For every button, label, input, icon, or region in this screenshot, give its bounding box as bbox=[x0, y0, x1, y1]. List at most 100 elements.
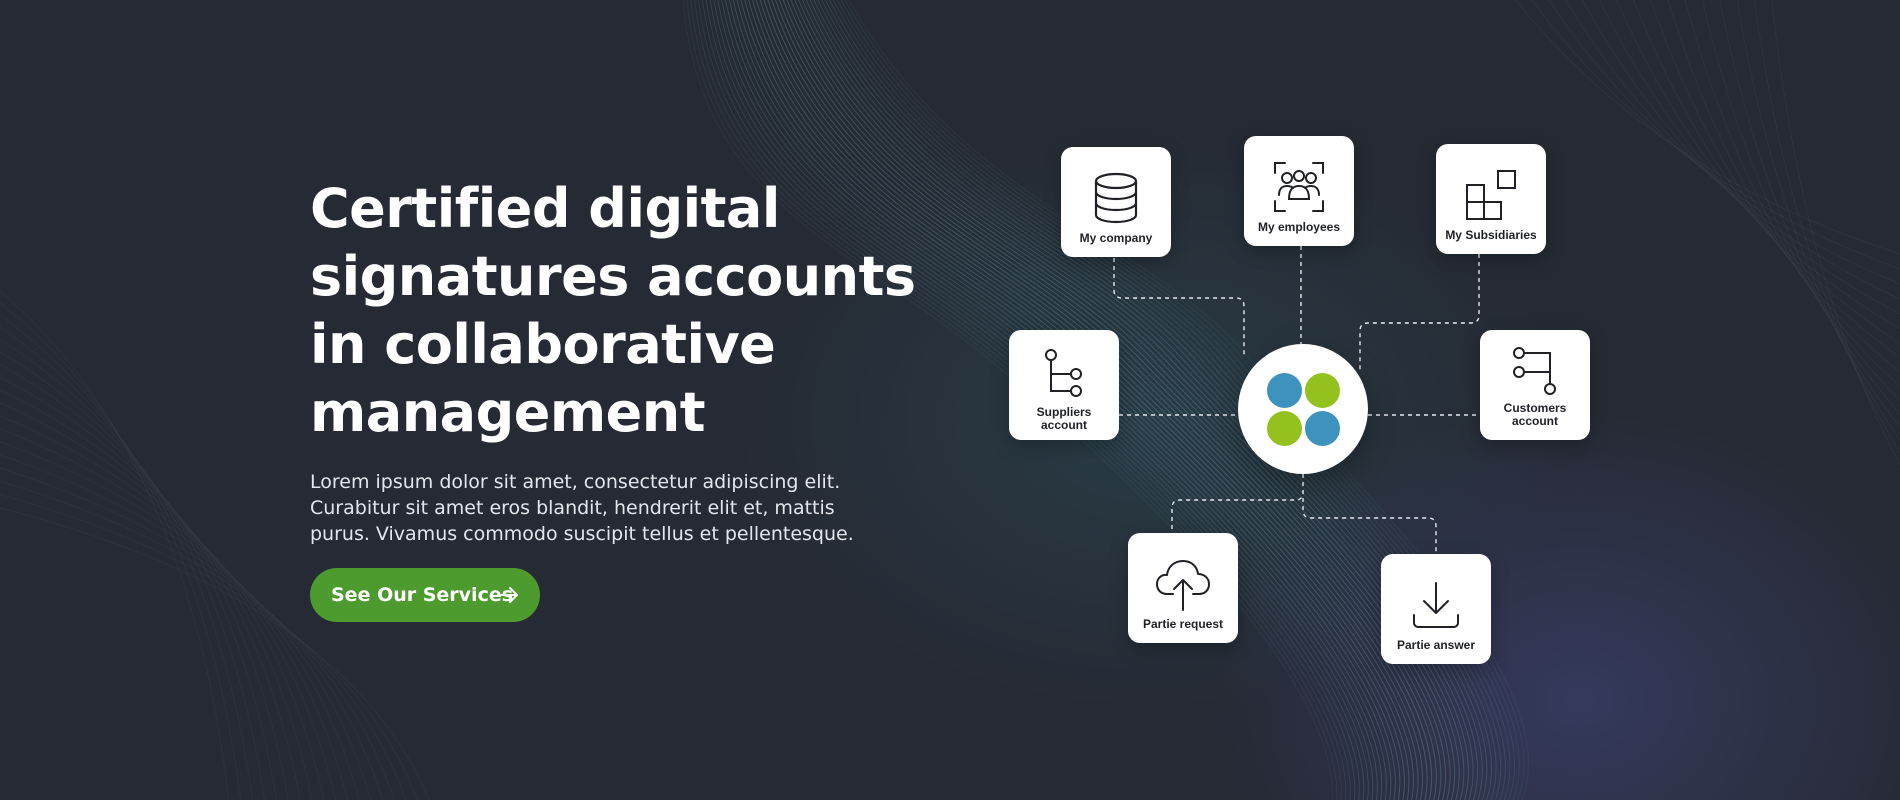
wave-line bbox=[771, 0, 1437, 800]
hero-headline: Certified digital signatures accounts in… bbox=[310, 175, 916, 447]
node-label: Suppliers account bbox=[1036, 405, 1092, 432]
connector-my-subsidiaries bbox=[1359, 254, 1480, 370]
wave-line bbox=[0, 326, 265, 800]
wave-line bbox=[0, 389, 325, 800]
node-my-company[interactable]: My company bbox=[1061, 147, 1171, 257]
team-icon bbox=[1274, 162, 1324, 212]
hub-dot bbox=[1267, 373, 1302, 408]
wave-line bbox=[817, 0, 1492, 800]
wave-line bbox=[0, 290, 230, 800]
hub-dot bbox=[1305, 411, 1340, 446]
headline-line: Certified digital bbox=[310, 177, 780, 240]
wave-line bbox=[782, 0, 1451, 800]
wave-line bbox=[832, 0, 1511, 800]
wave-line bbox=[1667, 0, 1900, 388]
node-label: Customers account bbox=[1503, 401, 1567, 428]
wave-line bbox=[825, 0, 1501, 800]
wave-line bbox=[790, 0, 1460, 800]
node-suppliers-account[interactable]: Suppliers account bbox=[1009, 330, 1119, 440]
node-label: Partie request bbox=[1142, 617, 1224, 631]
wave-line bbox=[1754, 0, 1900, 454]
hero-description: Lorem ipsum dolor sit amet, consectetur … bbox=[310, 469, 870, 547]
node-partie-request[interactable]: Partie request bbox=[1128, 533, 1238, 643]
node-partie-answer[interactable]: Partie answer bbox=[1381, 554, 1491, 664]
wave-line bbox=[1771, 0, 1900, 466]
see-our-services-button[interactable]: See Our Services bbox=[310, 568, 540, 622]
wave-line bbox=[0, 494, 419, 800]
download-icon bbox=[1413, 582, 1459, 628]
wave-line bbox=[802, 0, 1474, 800]
wave-line bbox=[794, 0, 1465, 800]
wave-line bbox=[1581, 0, 1900, 315]
arrow-right-icon bbox=[499, 587, 518, 603]
wave-line bbox=[829, 0, 1506, 800]
wave-line bbox=[0, 467, 395, 800]
wave-line bbox=[0, 302, 242, 800]
wave-line bbox=[682, 0, 1333, 800]
hub-dot bbox=[1305, 373, 1340, 408]
wave-line bbox=[0, 507, 430, 800]
description-line: purus. Vivamus commodo suscipit tellus e… bbox=[310, 523, 854, 545]
wave-line bbox=[1531, 0, 1900, 270]
wave-line bbox=[0, 376, 313, 800]
wave-line bbox=[779, 0, 1446, 800]
branch-icon bbox=[1045, 349, 1082, 397]
wave-line bbox=[0, 351, 289, 800]
database-icon bbox=[1094, 172, 1138, 224]
node-my-subsidiaries[interactable]: My Subsidiaries bbox=[1436, 144, 1546, 254]
wave-line bbox=[844, 0, 1525, 800]
wave-line bbox=[0, 454, 384, 800]
wave-line bbox=[1684, 0, 1900, 402]
headline-line: in collaborative bbox=[310, 313, 776, 376]
wave-line bbox=[840, 0, 1520, 800]
wave-line bbox=[1548, 0, 1900, 285]
connector-partie-request bbox=[1171, 474, 1304, 533]
node-customers-account[interactable]: Customers account bbox=[1480, 330, 1590, 440]
wave-line bbox=[805, 0, 1479, 800]
wave-line bbox=[1514, 0, 1900, 255]
wave-line bbox=[836, 0, 1515, 800]
wave-line bbox=[1615, 0, 1900, 344]
wave-line bbox=[0, 314, 254, 800]
wave-line bbox=[821, 0, 1497, 800]
wave-line bbox=[1598, 0, 1900, 330]
wave-line bbox=[1633, 0, 1900, 359]
hub-dot bbox=[1267, 411, 1302, 446]
wave-line bbox=[686, 0, 1338, 800]
node-label: My Subsidiaries bbox=[1445, 228, 1537, 242]
description-line: Curabitur sit amet eros blandit, hendrer… bbox=[310, 497, 835, 519]
node-my-employees[interactable]: My employees bbox=[1244, 136, 1354, 246]
wave-line bbox=[809, 0, 1483, 800]
wave-line bbox=[848, 0, 1529, 800]
wave-line bbox=[1719, 0, 1900, 429]
branch-right-icon bbox=[1513, 347, 1556, 395]
wave-line bbox=[0, 338, 277, 800]
wave-line bbox=[775, 0, 1442, 800]
headline-line: signatures accounts bbox=[310, 245, 916, 308]
wave-line bbox=[0, 441, 372, 800]
node-label: My employees bbox=[1257, 220, 1341, 234]
wave-line bbox=[1736, 0, 1900, 442]
wave-line bbox=[694, 0, 1347, 800]
connector-partie-answer bbox=[1302, 474, 1437, 554]
wave-line bbox=[1701, 0, 1900, 415]
hub-logo bbox=[1238, 344, 1368, 474]
wave-line bbox=[1565, 0, 1900, 300]
connector-my-company bbox=[1113, 258, 1245, 358]
node-label: Partie answer bbox=[1396, 638, 1476, 652]
wave-line bbox=[0, 480, 407, 800]
cloud-upload-icon bbox=[1156, 560, 1210, 611]
wave-line bbox=[0, 428, 360, 800]
wave-line bbox=[0, 415, 348, 800]
headline-line: management bbox=[310, 381, 706, 444]
hero-copy: Certified digital signatures accounts in… bbox=[310, 175, 916, 547]
node-label: My company bbox=[1079, 231, 1153, 245]
wave-line bbox=[767, 0, 1433, 800]
blocks-icon bbox=[1466, 170, 1516, 220]
wave-line bbox=[786, 0, 1456, 800]
wave-line bbox=[690, 0, 1342, 800]
wave-line bbox=[0, 363, 301, 800]
wave-line bbox=[813, 0, 1488, 800]
